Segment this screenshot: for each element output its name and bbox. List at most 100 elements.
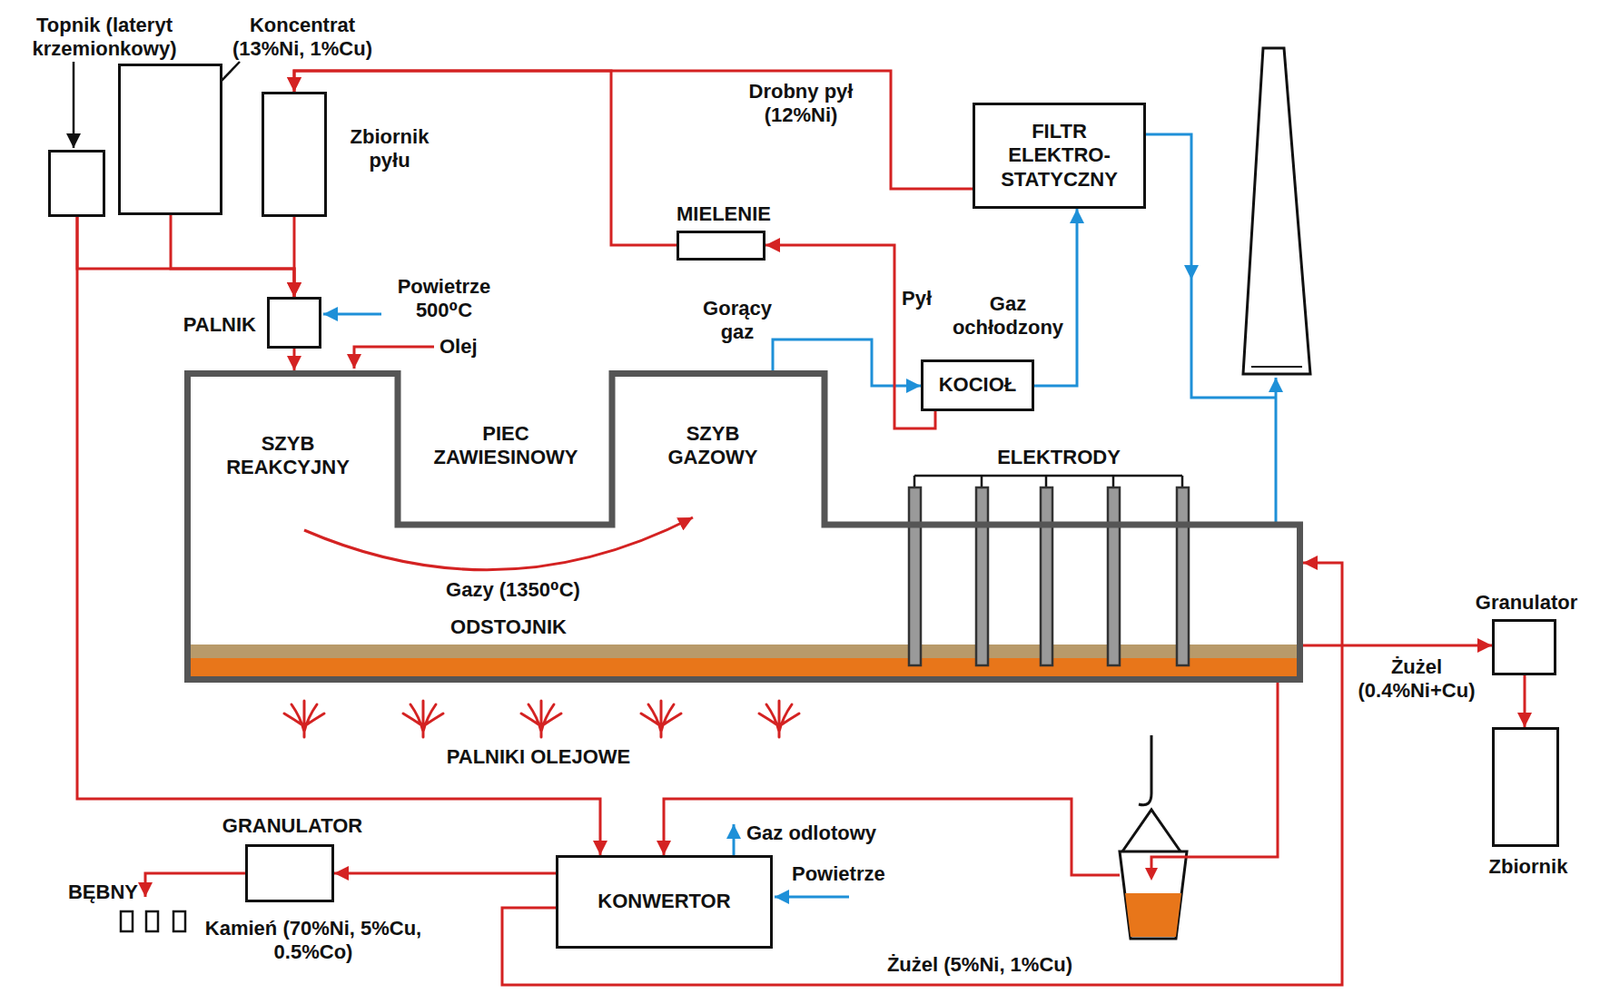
- flow-line: [293, 217, 297, 297]
- burner-flame: [759, 701, 800, 738]
- flow-label: Gaz ochłodzony: [944, 292, 1072, 341]
- flow-line: [1034, 208, 1077, 386]
- furnace-outline: [184, 370, 1304, 683]
- gas-line: [1274, 377, 1278, 523]
- flow-label: Drobny pył (12%Ni): [737, 79, 865, 129]
- concentrate-bin: Koncentrat (13%Ni, 1%Cu): [118, 63, 223, 216]
- feed-bin: Topnik (lateryt krzemionkowy): [48, 149, 106, 218]
- flow-line: [765, 245, 936, 429]
- flash-furnace: SZYB REAKCYJNY PIEC ZAWIESINOWY SZYB GAZOW…: [184, 370, 1304, 683]
- electrode: [976, 487, 988, 666]
- burner-flame: [521, 701, 562, 738]
- crane-hook: [1138, 735, 1152, 806]
- boiler-box: KOCIOŁ: [920, 359, 1035, 412]
- air-line: [323, 313, 382, 317]
- burner-flame: [284, 701, 325, 738]
- filter-box: FILTR ELEKTRO- STATYCZNY: [972, 102, 1146, 209]
- node-text: Gazy (1350⁰C): [422, 578, 604, 603]
- air-label: Powietrze: [791, 862, 910, 887]
- part-name: PALNIKI OLEJOWE: [420, 745, 657, 770]
- chimney: [1243, 48, 1311, 375]
- flow-label: Żużel (5%Ni, 1%Cu): [861, 953, 1098, 978]
- node-text: KOCIOŁ: [938, 373, 1018, 397]
- offgas-line: [732, 824, 736, 856]
- tank-box: Zbiornik: [1491, 727, 1560, 848]
- flow-arrowhead: [1145, 868, 1158, 881]
- burner-flame: [641, 701, 682, 738]
- electrode-lead: [980, 475, 984, 488]
- flow-line: [1303, 644, 1492, 648]
- electrode: [1176, 487, 1189, 666]
- gas-line: [1145, 134, 1276, 398]
- burner-flame: [403, 701, 444, 738]
- flow-label: Kamień (70%Ni, 5%Cu, 0.5%Co): [177, 917, 450, 966]
- node-text: PIEC ZAWIESINOWY: [424, 422, 588, 471]
- flow-line: [334, 872, 556, 876]
- oil-flames: [284, 701, 800, 738]
- flow-line: [294, 70, 973, 189]
- gas-label: Gaz odlotowy: [746, 821, 910, 846]
- electrode: [1107, 487, 1120, 666]
- electrode-lead: [913, 475, 917, 488]
- flow-line: [663, 682, 1278, 876]
- electrode: [1040, 487, 1053, 666]
- flow-label: Żużel (0.4%Ni+Cu): [1348, 655, 1485, 704]
- flow-line: [293, 348, 297, 371]
- electrode-lead: [1112, 475, 1116, 488]
- flow-line: [502, 562, 1343, 986]
- electrode: [908, 487, 921, 666]
- node-text: Zbiornik: [1467, 855, 1590, 880]
- flow-label: Pył: [901, 286, 942, 311]
- chimney-base: [1251, 365, 1303, 368]
- drum: [173, 911, 186, 932]
- air-label: Powietrze 500⁰C: [385, 275, 504, 324]
- node-text: Zbiornik pyłu: [335, 125, 445, 174]
- granulator-box: GRANULATOR: [245, 844, 335, 903]
- flow-label: Gorący gaz: [699, 296, 776, 346]
- ladle-matte: [1125, 893, 1182, 938]
- furnace-wall: [187, 374, 1301, 681]
- node-text: KONWERTOR: [597, 889, 731, 914]
- node-text: PALNIK: [156, 313, 257, 337]
- product-line: [145, 873, 246, 898]
- oil-label: Olej: [439, 335, 494, 359]
- slag-layer: [187, 644, 1300, 659]
- flow-line: [1523, 675, 1527, 728]
- electrode-bus: [914, 474, 1183, 478]
- ladle-bail: [1122, 809, 1181, 852]
- node-text: GRANULATOR: [202, 814, 383, 839]
- flow-line: [772, 339, 921, 386]
- burner-box: PALNIK: [266, 296, 322, 349]
- electrode-lead: [1181, 475, 1185, 488]
- flow-line: [77, 217, 295, 297]
- node-text: SZYB REAKCYJNY: [219, 432, 356, 481]
- part-name: ELEKTRODY: [986, 445, 1132, 470]
- air-line: [774, 896, 850, 899]
- node-text: Granulator: [1458, 591, 1595, 615]
- flow-line: [170, 215, 295, 297]
- node-text: Topnik (lateryt krzemionkowy): [9, 13, 200, 62]
- drum: [120, 911, 133, 932]
- drum: [146, 911, 159, 932]
- electrode-lead: [1045, 475, 1048, 488]
- node-text: ODSTOJNIK: [435, 615, 582, 640]
- ladle: [1119, 851, 1187, 939]
- flow-arrowhead: [1184, 265, 1199, 280]
- node-text: Koncentrat (13%Ni, 1%Cu): [211, 13, 394, 62]
- mill-box: MIELENIE: [676, 230, 766, 261]
- converter-box: KONWERTOR: [555, 855, 773, 949]
- node-text: MIELENIE: [651, 202, 796, 227]
- node-text: FILTR ELEKTRO- STATYCZNY: [991, 119, 1128, 192]
- gas-flow-arrow: [304, 517, 693, 571]
- dust-bin: Zbiornik pyłu: [261, 91, 327, 218]
- node-text: SZYB GAZOWY: [649, 422, 777, 471]
- leader-line: [72, 61, 76, 149]
- part-name: BĘBNY: [36, 880, 139, 905]
- oil-line: [354, 346, 435, 369]
- granulator-box: Granulator: [1491, 619, 1557, 676]
- electrodes: [908, 475, 1189, 666]
- flow-line: [294, 70, 677, 246]
